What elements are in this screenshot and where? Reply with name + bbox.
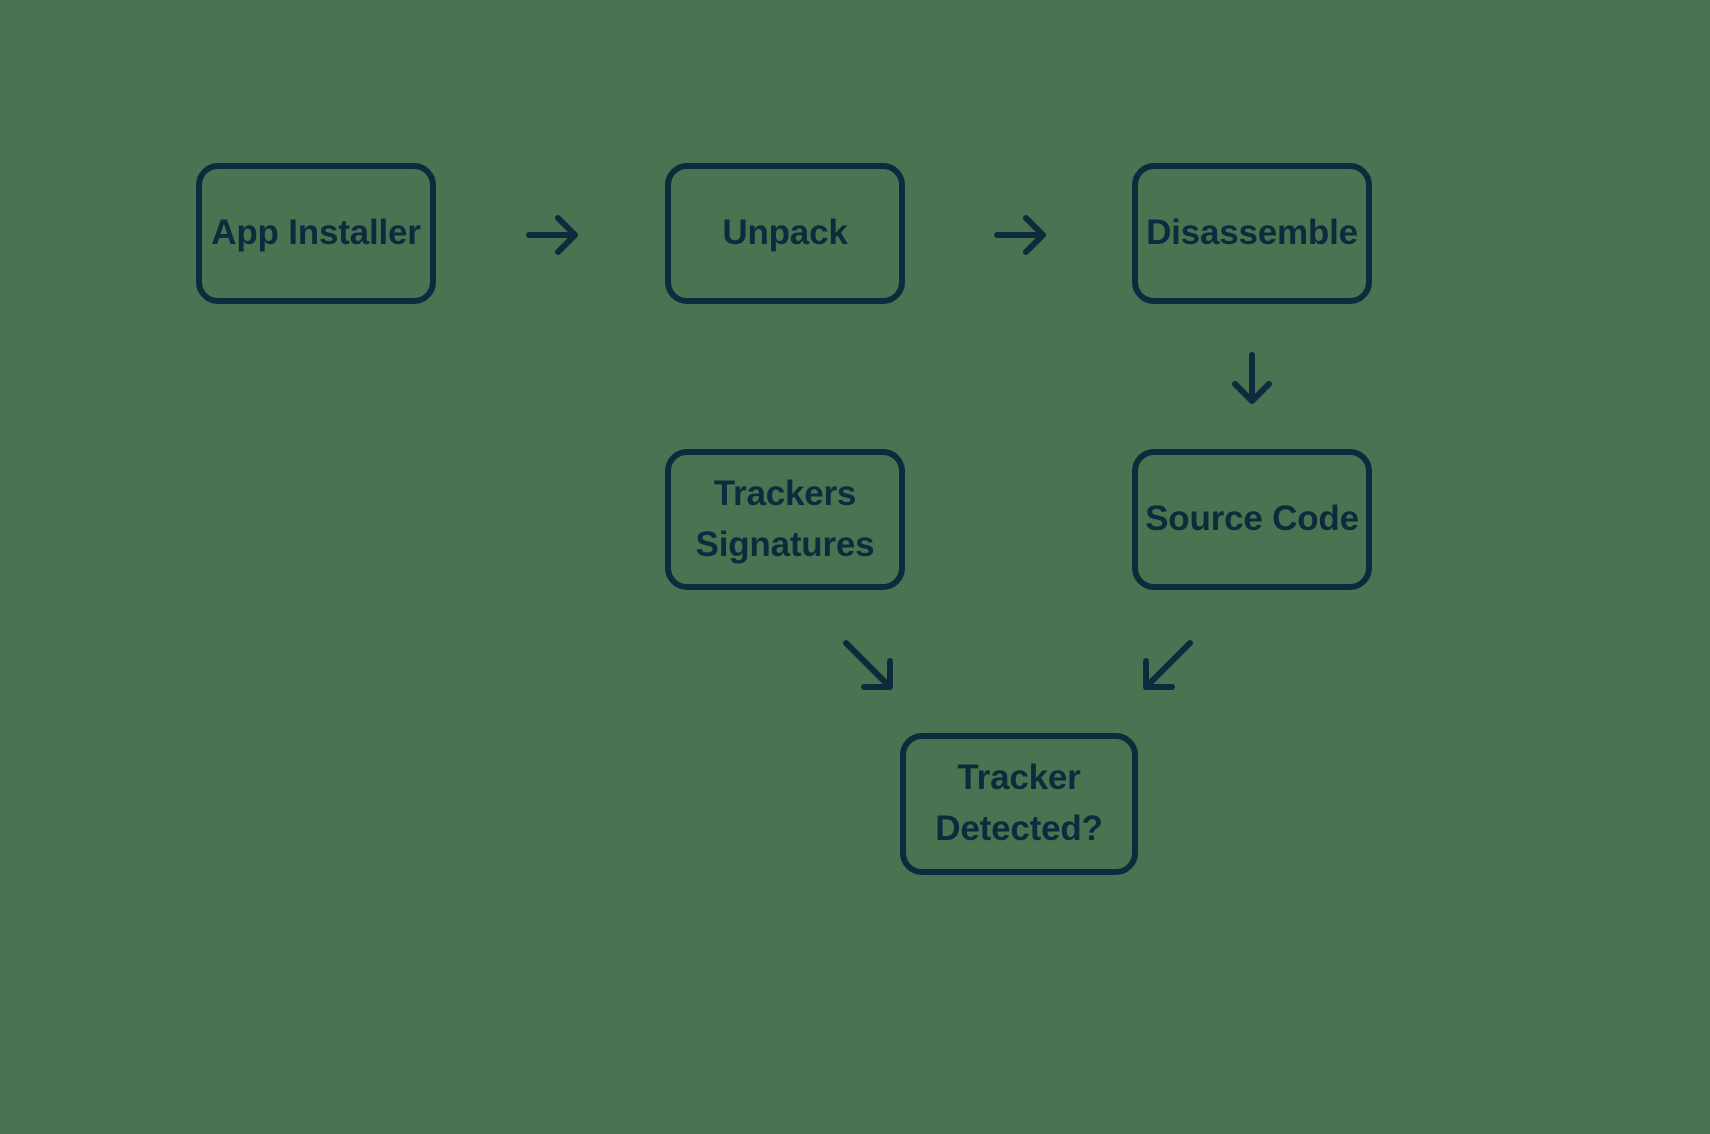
node-trackers-signatures[interactable]: Trackers Signatures: [665, 449, 905, 590]
node-tracker-detected[interactable]: Tracker Detected?: [900, 733, 1138, 875]
node-label-disassemble: Disassemble: [1146, 213, 1358, 253]
node-label-source-code: Source Code: [1145, 499, 1359, 539]
arrow-source-code-to-detected: [1143, 640, 1193, 690]
node-label-trackers-signatures: Trackers Signatures: [695, 473, 875, 564]
arrow-unpack-to-disassemble: [994, 210, 1046, 260]
node-label-unpack: Unpack: [722, 213, 848, 253]
node-label-app-installer: App Installer: [211, 213, 421, 253]
arrow-app-installer-to-unpack: [526, 210, 578, 260]
arrow-trackers-signatures-to-detected: [843, 640, 893, 690]
node-disassemble[interactable]: Disassemble: [1132, 163, 1372, 304]
node-source-code[interactable]: Source Code: [1132, 449, 1372, 590]
node-label-tracker-detected: Tracker Detected?: [935, 758, 1103, 848]
node-unpack[interactable]: Unpack: [665, 163, 905, 304]
node-app-installer[interactable]: App Installer: [196, 163, 436, 304]
arrow-disassemble-to-source-code: [1227, 352, 1277, 404]
